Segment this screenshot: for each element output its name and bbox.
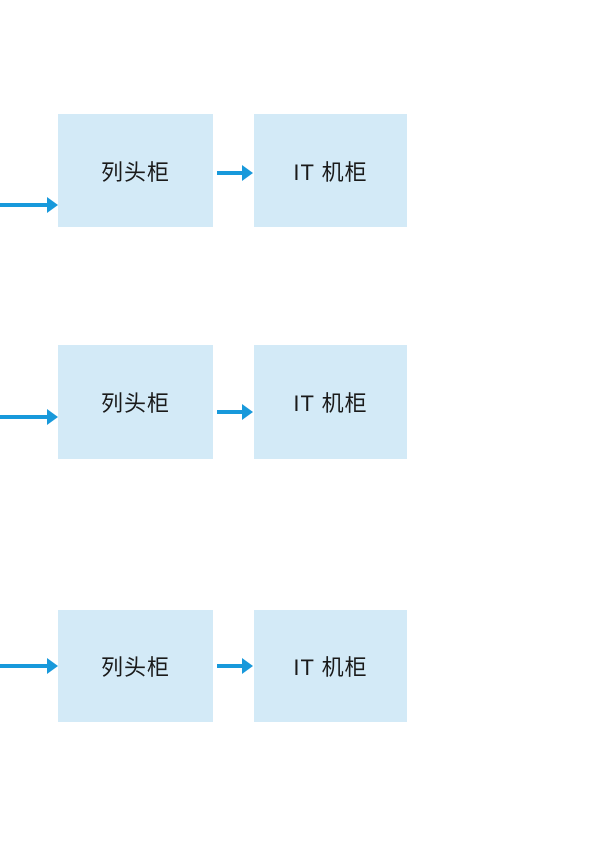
source-cabinet-label: 列头柜: [100, 655, 170, 680]
flow-row-2: 列头柜 IT 机柜: [0, 345, 600, 485]
connector-arrow-icon: [217, 658, 253, 674]
arrow-shaft: [217, 664, 242, 668]
flow-row-1: 列头柜 IT 机柜: [0, 114, 600, 254]
arrow-head-icon: [47, 658, 58, 674]
arrow-shaft: [217, 410, 242, 414]
input-arrow-icon: [0, 197, 58, 213]
input-arrow-icon: [0, 409, 58, 425]
connector-arrow-icon: [217, 404, 253, 420]
target-cabinet-label: IT 机柜: [293, 159, 368, 185]
arrow-shaft: [0, 415, 47, 419]
target-cabinet-label: IT 机柜: [293, 655, 368, 680]
arrow-head-icon: [47, 197, 58, 213]
connector-arrow-icon: [217, 165, 253, 181]
source-cabinet-box: 列头柜: [58, 114, 213, 227]
flow-row-3: 列头柜 IT 机柜: [0, 610, 600, 750]
target-cabinet-box: IT 机柜: [254, 114, 407, 227]
source-cabinet-label: 列头柜: [100, 159, 170, 185]
arrow-shaft: [217, 171, 242, 175]
arrow-head-icon: [47, 409, 58, 425]
source-cabinet-label: 列头柜: [100, 391, 170, 416]
target-cabinet-label: IT 机柜: [293, 391, 368, 416]
arrow-head-icon: [242, 404, 253, 420]
arrow-head-icon: [242, 165, 253, 181]
input-arrow-icon: [0, 658, 58, 674]
arrow-head-icon: [242, 658, 253, 674]
target-cabinet-box: IT 机柜: [254, 610, 407, 722]
source-cabinet-box: 列头柜: [58, 610, 213, 722]
source-cabinet-box: 列头柜: [58, 345, 213, 459]
target-cabinet-box: IT 机柜: [254, 345, 407, 459]
arrow-shaft: [0, 203, 47, 207]
arrow-shaft: [0, 664, 47, 668]
